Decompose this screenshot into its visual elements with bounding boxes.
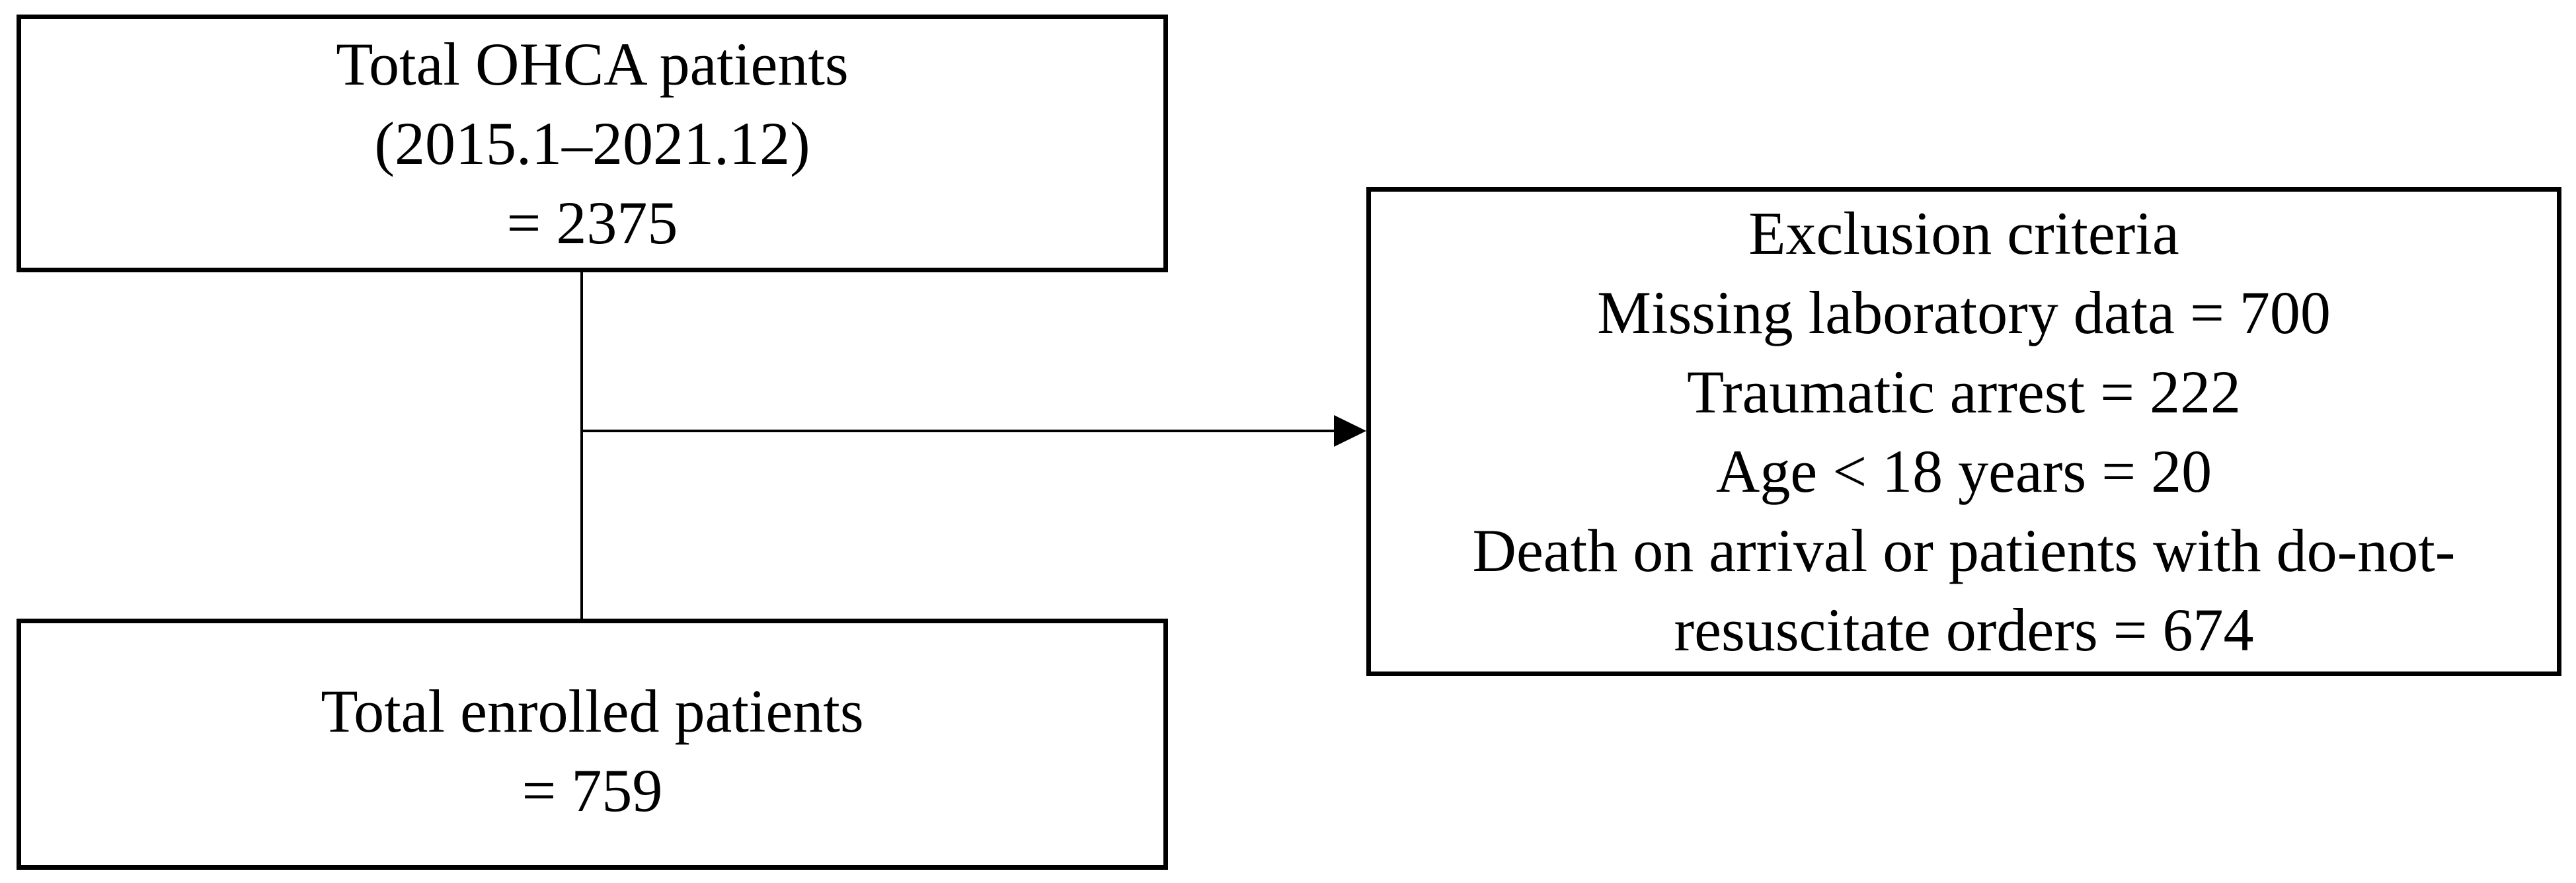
enrolled-patients-box: Total enrolled patients = 759 <box>17 619 1168 870</box>
exclusion-criteria-box: Exclusion criteria Missing laboratory da… <box>1366 187 2561 676</box>
exclusion-title: Exclusion criteria <box>1748 200 2179 267</box>
exclusion-missing-lab-data: Missing laboratory data = 700 <box>1597 279 2331 346</box>
enrolled-patients-count: = 759 <box>522 757 663 824</box>
total-patients-title: Total OHCA patients <box>336 30 849 98</box>
exclusion-age-under-18: Age < 18 years = 20 <box>1715 438 2212 505</box>
exclusion-death-on-arrival-line-1: Death on arrival or patients with do-not… <box>1472 517 2456 584</box>
total-patients-count: = 2375 <box>506 189 678 256</box>
total-patients-period: (2015.1–2021.12) <box>374 110 810 177</box>
exclusion-traumatic-arrest: Traumatic arrest = 222 <box>1687 358 2241 426</box>
exclusion-death-on-arrival-line-2: resuscitate orders = 674 <box>1674 596 2254 664</box>
enrolled-patients-title: Total enrolled patients <box>321 677 864 745</box>
exclusion-arrow-head <box>1334 415 1366 447</box>
total-patients-box: Total OHCA patients (2015.1–2021.12) = 2… <box>17 15 1168 272</box>
